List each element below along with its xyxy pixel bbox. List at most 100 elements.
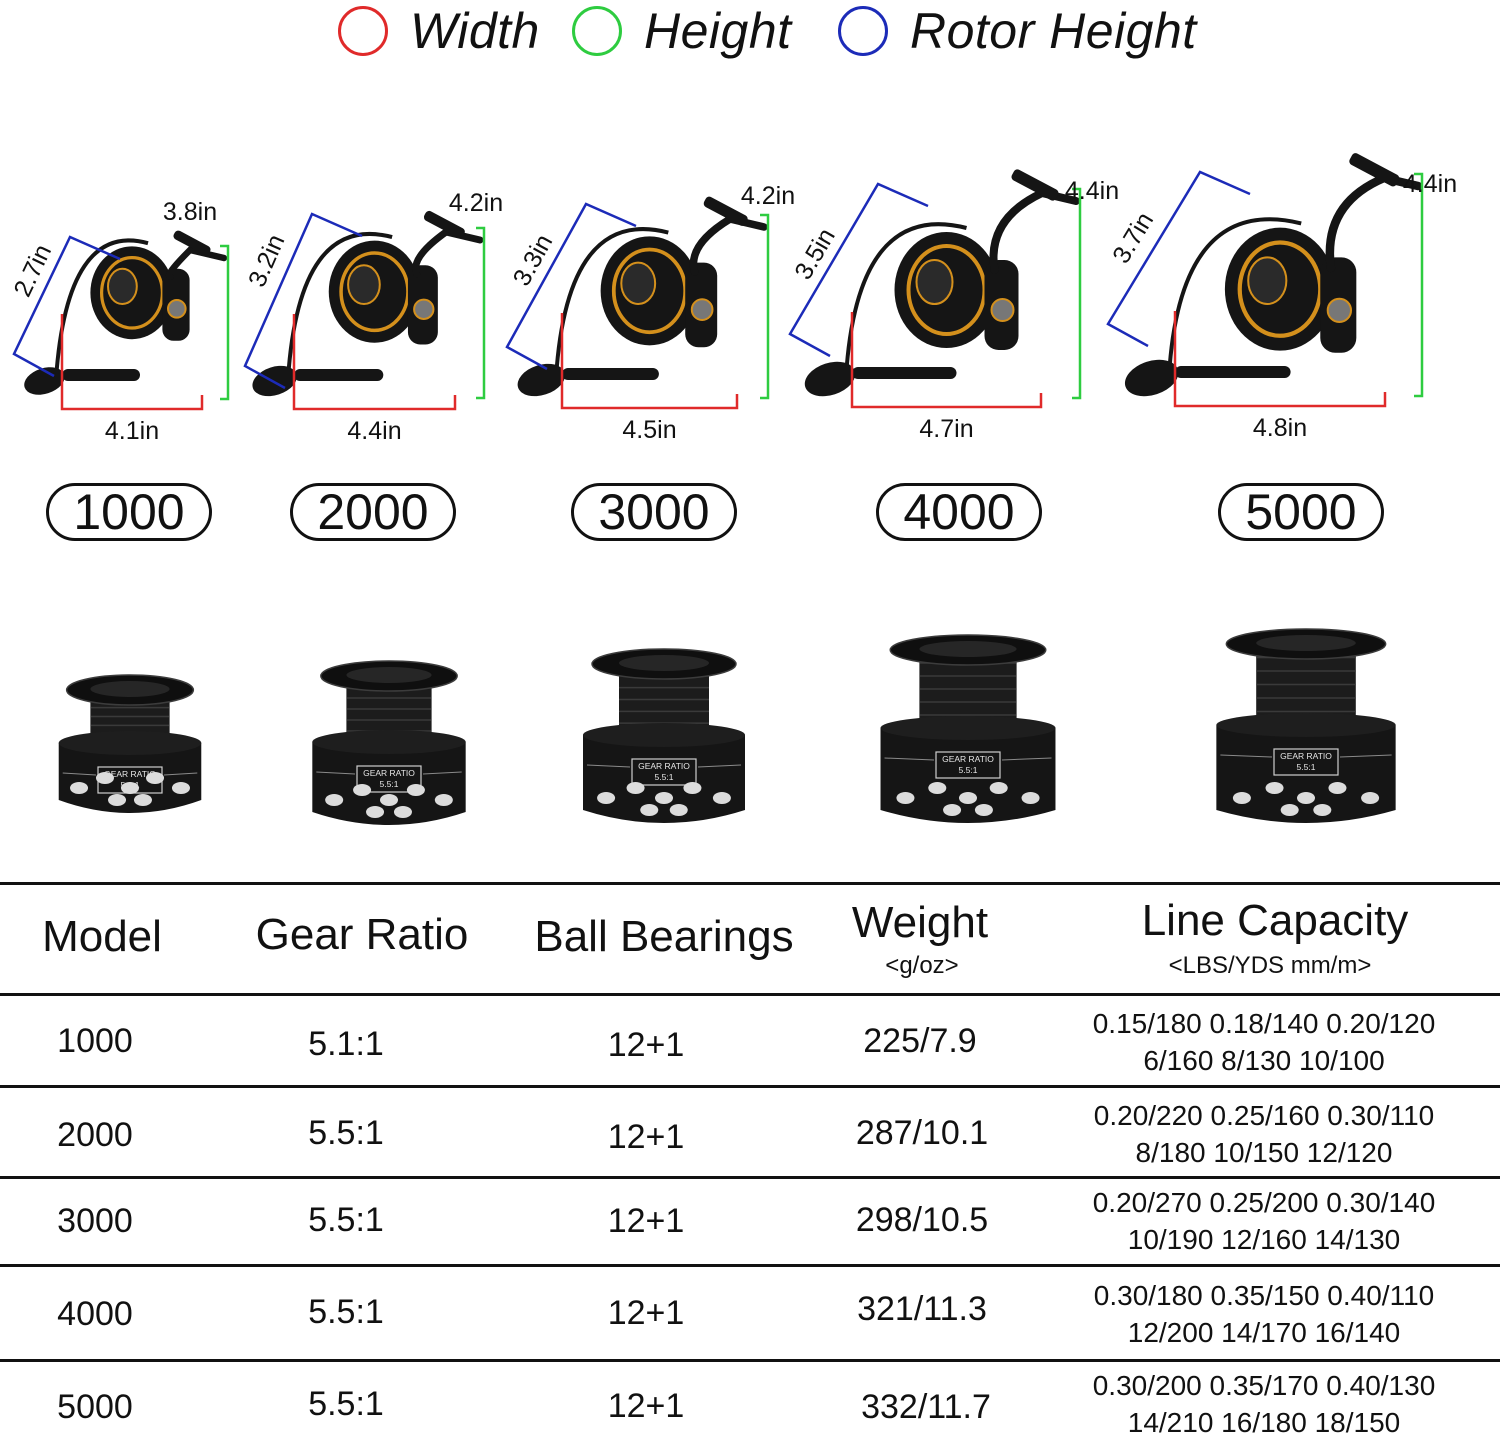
spool-trim-line [697,764,742,768]
width-dimension-line [850,312,1043,409]
reel-drag-knob [413,298,435,320]
spool-skirt [880,720,1056,823]
width-dimension-line [1173,311,1387,408]
reel-handle-grip [703,196,748,226]
reel-drag-knob [1326,297,1353,324]
spool-hole [712,792,731,804]
spool-skirt-top [312,730,466,754]
width-dimension-line [292,314,457,411]
spool-skirt-top [58,731,202,755]
header-ball-bearings: Ball Bearings [534,912,794,961]
spool-trim-line [62,772,97,776]
spool-skirt [312,734,466,825]
spool-skirt-top [880,716,1056,740]
gear-ratio-plate-label: GEAR RATIO [1280,751,1332,761]
gear-ratio-plate-label: GEAR RATIO [363,768,415,778]
height-label: 3.8in [163,198,217,226]
height-label: 4.2in [741,182,795,210]
spool-skirt [58,735,202,813]
height-label: 4.2in [449,189,503,217]
row-4000-model: 4000 [57,1295,133,1333]
spool-hole [683,782,702,794]
spool-trim-line [884,757,935,761]
model-pill-1000: 1000 [46,483,212,541]
reel-bail-wire [554,227,669,379]
reel-handle-grip [173,230,211,256]
gear-ratio-plate-label: GEAR RATIO [942,754,994,764]
row-4000-line-mm: 0.30/180 0.35/150 0.40/110 [1093,1280,1435,1311]
spool-hole [95,772,114,784]
spool-hole [406,784,425,796]
reel-line-roller [1124,359,1179,397]
spool-top [346,667,432,683]
spool-hole [121,782,139,794]
spool-hole [133,794,152,806]
spool-skirt [1216,717,1396,823]
width-label: 4.8in [1253,414,1307,442]
spool-trim-line [1220,754,1273,758]
reel-bail-wire [54,238,149,380]
legend-width: Width [338,2,540,60]
blue-circle-icon [838,6,888,56]
row-2000-weight: 287/10.1 [855,1114,989,1152]
spool-skirt-top [1216,713,1396,737]
width-label: 4.1in [105,417,159,445]
header-rule [0,993,1500,996]
reel-handle-arm [412,228,484,278]
row-2000-model: 2000 [57,1116,133,1154]
reel-drag-knob [690,298,714,321]
green-circle-icon [572,6,622,56]
height-dimension-line [1414,172,1424,398]
row-3000-ball-bearings: 12+1 [607,1202,685,1240]
row-3000-weight: 298/10.5 [855,1201,989,1239]
spool-hole [70,782,89,794]
row-rule [0,1176,1500,1179]
row-5000-line-mm: 0.30/200 0.35/170 0.40/130 [1092,1370,1436,1401]
reel-handle-grip [1011,169,1059,201]
row-2000-line-mm: 0.20/220 0.25/160 0.30/110 [1093,1100,1435,1131]
gear-ratio-plate-value: 5.5:1 [1297,762,1316,772]
spool-hole [655,792,673,804]
spool-trim-line [422,771,462,775]
table-top-rule [0,882,1500,885]
gear-ratio-plate [356,765,422,793]
row-5000-gear-ratio: 5.5:1 [308,1385,384,1423]
reel-line-roller [517,363,566,397]
height-dimension-line [220,244,230,401]
reel-base [852,367,957,379]
gear-ratio-plate-value: 5.5:1 [959,765,978,775]
width-label: 4.5in [622,416,676,444]
height-dimension-line [476,226,486,400]
row-2000-gear-ratio: 5.5:1 [308,1114,384,1152]
row-3000-line-lbs: 10/190 12/160 14/130 [1127,1224,1401,1255]
gear-ratio-plate-label: GEAR RATIO [104,769,156,779]
spool-top [619,655,709,671]
height-dimension-line [1072,187,1082,400]
dimension-legend: Width Height Rotor Height [0,0,1500,64]
reel-spool-cap [1247,256,1288,305]
rotor-height-label: 3.7in [1107,207,1159,268]
width-dimension-line [560,313,739,410]
reel-bail-wire [1167,217,1302,377]
red-circle-icon [338,6,388,56]
rotor-height-dimension-line [505,202,637,371]
rotor-height-dimension-line [788,182,929,358]
reel-spool-cap [620,261,657,306]
spool-hole [353,784,372,796]
rotor-height-label: 3.5in [789,223,841,284]
row-3000-model: 3000 [57,1202,133,1240]
rotor-height-dimension-line [243,212,363,390]
reel-spool-cap [915,259,954,305]
header-line-capacity: Line Capacity [1141,896,1409,945]
reel-spool-cap [107,267,138,305]
gear-ratio-plate [631,758,697,786]
spool-hole [171,782,190,794]
spool-hole [1021,792,1040,804]
width-label: 4.7in [919,415,973,443]
